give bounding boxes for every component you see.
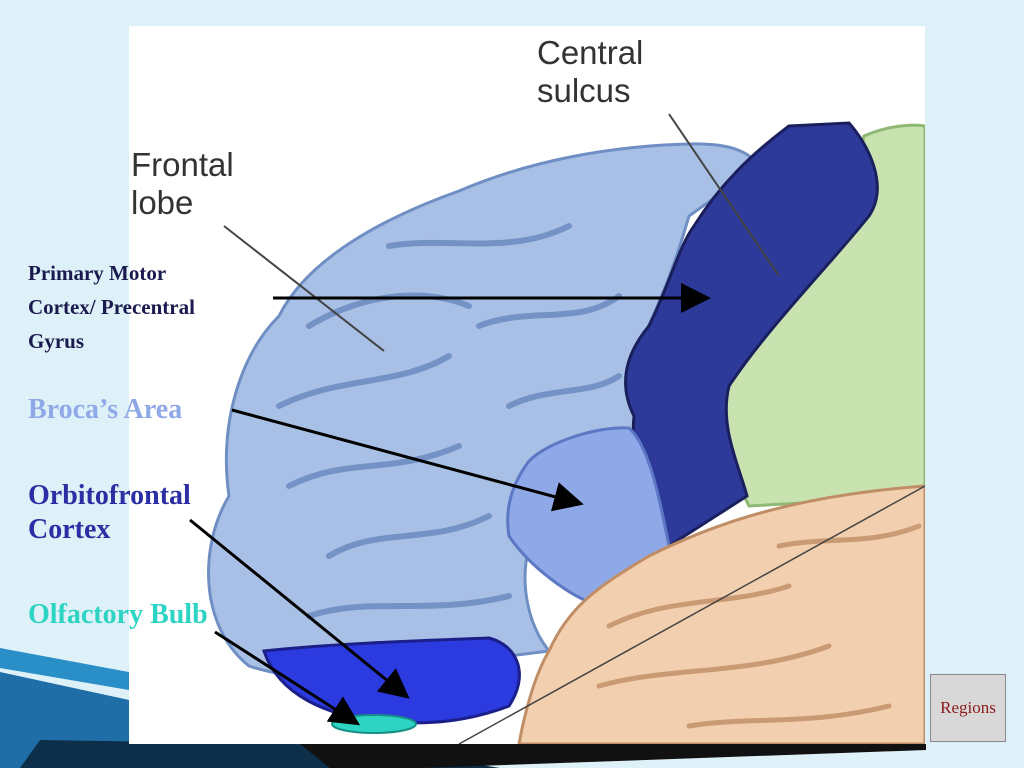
central-sulcus-leader [668, 113, 780, 277]
frontal-lobe-leader [223, 225, 385, 352]
frontal-lobe-line1: Frontal [131, 146, 234, 183]
olfactory-bulb-region [331, 714, 417, 734]
orbitofrontal-line2: Cortex [28, 514, 111, 545]
motor-line2: Cortex/ Precentral [28, 295, 195, 319]
orbitofrontal-cortex-label: Orbitofrontal Cortex [28, 479, 191, 547]
lateral-fissure-line [458, 485, 925, 744]
primary-motor-cortex-label: Primary Motor Cortex/ Precentral Gyrus [28, 256, 268, 358]
orbitofrontal-region [261, 636, 521, 725]
central-sulcus-label: Central sulcus [537, 34, 643, 110]
central-sulcus-line2: sulcus [537, 72, 631, 109]
motor-line1: Primary Motor [28, 261, 167, 285]
broca-area-label: Broca’s Area [28, 394, 183, 425]
frontal-lobe-label: Frontal lobe [131, 146, 234, 222]
brain-figure: Central sulcus Frontal lobe [129, 26, 925, 744]
regions-button-label: Regions [940, 698, 996, 717]
frontal-lobe-line2: lobe [131, 184, 194, 221]
brain-illustration [207, 113, 925, 744]
olfactory-bulb-label: Olfactory Bulb [28, 599, 208, 630]
regions-button[interactable]: Regions [930, 674, 1006, 742]
orbitofrontal-line1: Orbitofrontal [28, 480, 191, 511]
motor-line3: Gyrus [28, 329, 85, 353]
central-sulcus-line1: Central [537, 34, 644, 71]
